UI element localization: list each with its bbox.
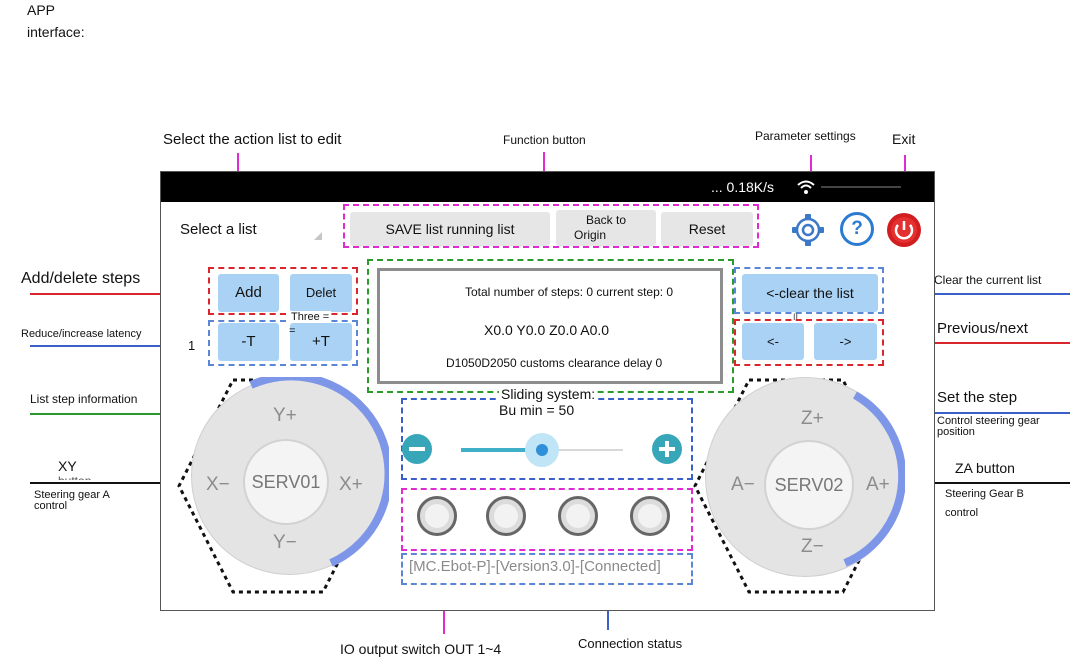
annotation-arrow — [237, 153, 239, 183]
dpad-left-down-button[interactable]: Y− — [273, 532, 297, 553]
annotation-steering-b-2: control — [945, 507, 979, 519]
dpad-right-up-button[interactable]: Z+ — [801, 408, 824, 429]
dpad-right-outline — [693, 378, 899, 594]
add-delete-group — [208, 267, 358, 315]
annotation-steering-a: Steering gear A control — [34, 489, 110, 512]
annotation-xy-button-cut: button — [58, 474, 91, 480]
slider-fill — [461, 448, 542, 452]
annotation-line — [30, 482, 178, 484]
back-to-origin-button[interactable]: Back to Origin — [556, 210, 656, 246]
annotation-add-delete: Add/delete steps — [21, 270, 141, 287]
previous-step-button[interactable]: <- — [742, 323, 804, 360]
delete-step-button[interactable]: Delet — [290, 274, 352, 312]
dpad-right-arc — [843, 391, 905, 567]
clear-list-group — [734, 267, 884, 314]
annotation-previous-next: Previous/next — [937, 320, 1028, 337]
slider-min-label: Bu min = 50 — [499, 402, 575, 418]
servo1-center-button[interactable]: SERV01 — [243, 439, 329, 525]
minus-icon[interactable] — [401, 433, 433, 465]
help-icon[interactable]: ? — [840, 212, 874, 246]
io-output-1-button[interactable] — [417, 496, 457, 536]
step-count-text: Total number of steps: 0 current step: 0 — [465, 285, 674, 299]
slider-thumb-core — [536, 444, 548, 456]
wifi-icon — [797, 180, 815, 194]
gear-icon[interactable] — [789, 211, 827, 249]
dpad-right-down-button[interactable]: Z− — [801, 536, 824, 557]
io-output-group — [401, 488, 693, 551]
save-list-button[interactable]: SAVE list running list — [350, 212, 550, 246]
annotation-function-button: Function button — [503, 133, 586, 147]
select-list-label: Select a list — [180, 221, 257, 238]
annotation-select-list: Select the action list to edit — [163, 131, 342, 148]
annotation-parameter-settings: Parameter settings — [755, 129, 856, 143]
step-info-panel: Total number of steps: 0 current step: 0… — [377, 268, 723, 384]
annotation-line — [895, 342, 1070, 344]
annotation-arrow — [543, 152, 545, 182]
latency-eq-label: = — [289, 325, 296, 337]
annotation-line — [928, 482, 1070, 484]
connection-group — [401, 553, 693, 585]
dpad-left-right-button[interactable]: X+ — [339, 474, 363, 495]
clear-list-mid-label: II — [793, 312, 799, 322]
prev-next-group — [734, 319, 884, 366]
intro-interface-label: interface: — [27, 24, 85, 40]
delay-text: D1050D2050 customs clearance delay 0 — [446, 356, 663, 370]
io-output-3-button[interactable] — [558, 496, 598, 536]
clear-list-button[interactable]: <-clear the list — [742, 274, 878, 312]
network-speed: ... 0.18K/s — [711, 179, 775, 195]
decrease-latency-button[interactable]: -T — [218, 323, 279, 361]
reset-button[interactable]: Reset — [661, 212, 753, 246]
latency-overlay-label: Three = — [289, 311, 332, 323]
dpad-left-up-button[interactable]: Y+ — [273, 405, 297, 426]
plus-icon[interactable] — [651, 433, 683, 465]
app-window: ... 0.18K/s Select a list SAVE list runn… — [160, 171, 935, 611]
annotation-io-output: IO output switch OUT 1~4 — [340, 641, 502, 657]
annotation-reduce-increase: Reduce/increase latency — [21, 328, 142, 340]
annotation-arrow — [810, 155, 812, 185]
latency-group — [208, 320, 358, 366]
increase-latency-button[interactable]: +T — [290, 323, 352, 361]
annotation-line — [890, 293, 1070, 295]
coordinates-text: X0.0 Y0.0 Z0.0 A0.0 — [484, 322, 610, 338]
dropdown-corner-icon — [314, 232, 322, 240]
annotation-set-the-step: Set the step — [937, 389, 1018, 406]
back-to-origin-label-1: Back to — [585, 213, 627, 227]
annotation-xy-button: XY — [58, 458, 77, 474]
annotation-line — [30, 293, 205, 295]
add-step-button[interactable]: Add — [218, 274, 279, 312]
annotation-line — [30, 345, 195, 347]
connection-status-text: [MC.Ebot-P]-[Version3.0]-[Connected] — [409, 558, 661, 575]
annotation-za-button: ZA button — [955, 460, 1015, 476]
left-number-label: 1 — [188, 338, 196, 353]
status-bar-indicator — [821, 186, 901, 188]
intro-app-label: APP — [27, 2, 56, 18]
annotation-connection-status: Connection status — [578, 636, 683, 651]
slider-thumb[interactable] — [525, 433, 559, 467]
slider-title: Sliding system: — [499, 386, 598, 402]
dpad-left-arc — [249, 377, 389, 567]
back-to-origin-label-2: Origin — [574, 228, 607, 242]
annotation-list-step-info: List step information — [30, 392, 138, 406]
io-output-2-button[interactable] — [486, 496, 526, 536]
dpad-right-left-button[interactable]: A− — [731, 474, 755, 495]
servo2-center-button[interactable]: SERV02 — [764, 440, 854, 530]
annotation-control-steering: Control steering gear position — [937, 415, 1040, 438]
dpad-right-right-button[interactable]: A+ — [866, 474, 890, 495]
io-output-4-button[interactable] — [630, 496, 670, 536]
annotation-exit: Exit — [892, 131, 916, 147]
dpad-left-left-button[interactable]: X− — [206, 474, 230, 495]
annotation-clear-current: Clear the current list — [934, 273, 1042, 287]
status-bar: ... 0.18K/s — [161, 172, 934, 202]
select-list-dropdown[interactable]: Select a list — [169, 212, 329, 248]
function-buttons-group — [343, 204, 759, 248]
next-step-button[interactable]: -> — [814, 323, 877, 360]
power-icon[interactable] — [886, 212, 922, 248]
annotation-arrow — [607, 595, 609, 630]
annotation-steering-b-1: Steering Gear B — [945, 488, 1024, 500]
